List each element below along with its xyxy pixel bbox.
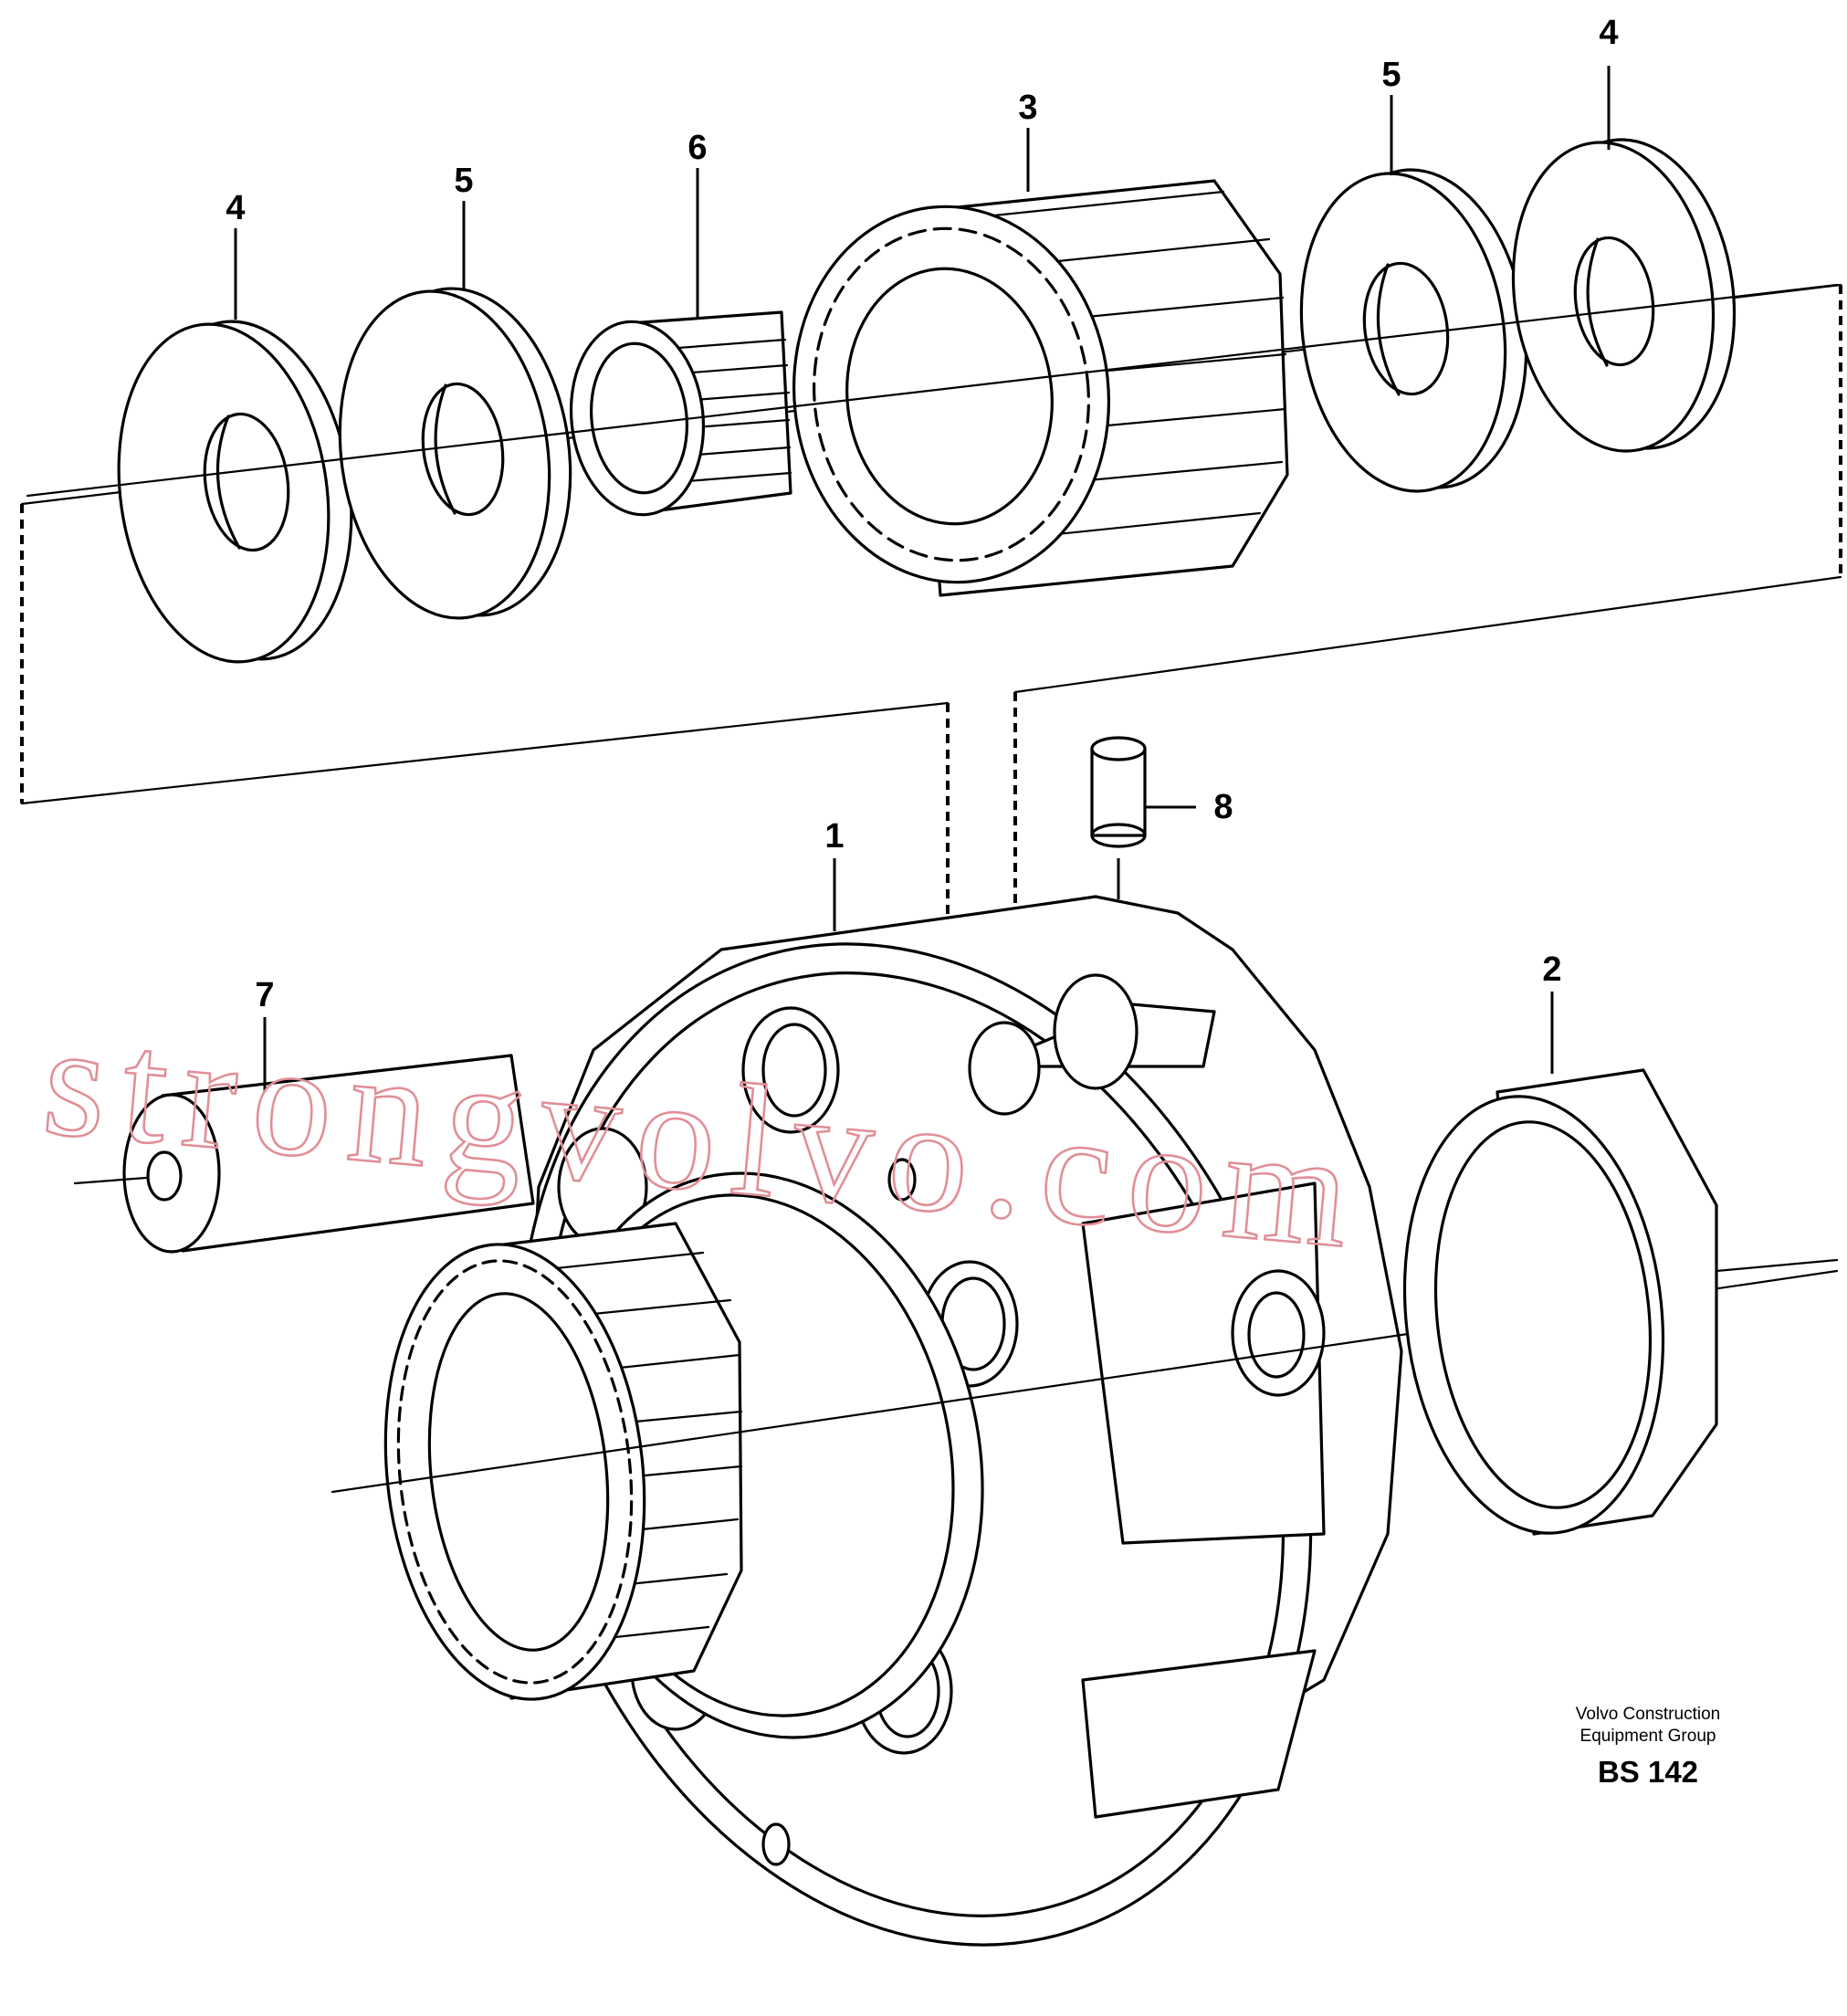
callout-7: 7 xyxy=(255,976,274,1014)
callout-8: 8 xyxy=(1213,788,1233,826)
locking-pin-8 xyxy=(1090,736,1147,848)
splined-hub xyxy=(383,1222,743,1701)
callout-leaders xyxy=(234,66,1611,1092)
thrust-washer-4-left xyxy=(117,320,353,664)
upper-axis-line xyxy=(26,283,1839,498)
thrust-washer-5-left xyxy=(338,287,572,620)
callout-4-right: 4 xyxy=(1599,14,1618,52)
caption-org-line2: Equipment Group xyxy=(1579,1727,1716,1746)
planet-carrier-1 xyxy=(517,895,1403,1947)
bushing-2 xyxy=(1402,1068,1839,1536)
drawing-code: BS 142 xyxy=(1597,1755,1699,1789)
callout-4-left: 4 xyxy=(226,189,245,227)
callout-3: 3 xyxy=(1018,89,1037,127)
drawing-caption: Volvo Construction Equipment Group BS 14… xyxy=(1497,1704,1799,1791)
needle-bearing-6 xyxy=(569,310,792,517)
thrust-washer-4-right xyxy=(1511,138,1737,453)
callout-6: 6 xyxy=(687,129,707,167)
planet-gear-3 xyxy=(792,179,1289,597)
callout-5-right: 5 xyxy=(1381,56,1401,94)
thrust-washer-5-right xyxy=(1299,168,1528,493)
callout-2: 2 xyxy=(1542,950,1561,989)
planet-shaft-7 xyxy=(73,1054,535,1254)
callout-5-left: 5 xyxy=(454,162,473,200)
callout-1: 1 xyxy=(824,817,844,856)
caption-org-line1: Volvo Construction xyxy=(1575,1705,1721,1724)
